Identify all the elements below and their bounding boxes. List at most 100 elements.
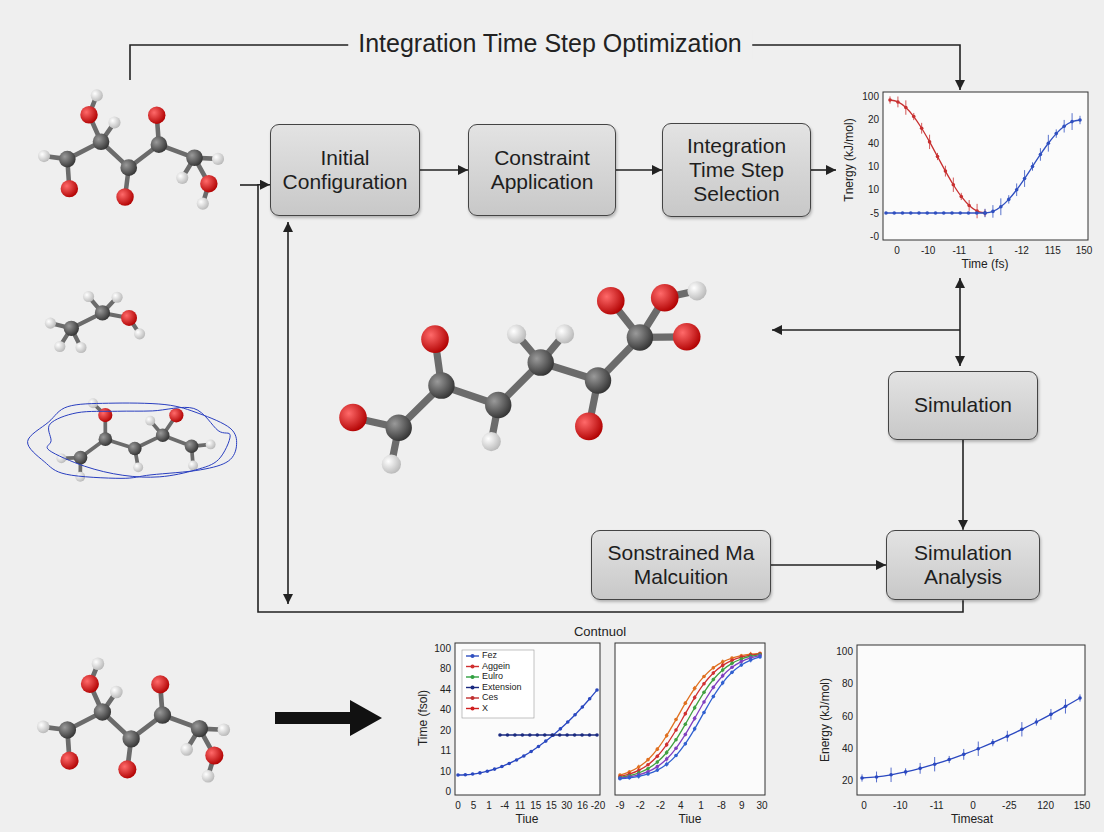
oxygen-atom <box>151 675 169 693</box>
tick-label: -10 <box>893 800 907 811</box>
data-point <box>730 671 734 675</box>
data-point <box>500 765 504 769</box>
data-point <box>674 746 678 750</box>
data-point <box>565 733 569 737</box>
hydrogen-atom <box>37 721 50 734</box>
carbon-atom <box>95 305 110 320</box>
oxygen-atom <box>651 284 679 312</box>
carbon-atom <box>154 706 171 723</box>
data-point <box>1039 153 1043 157</box>
process-box: Simulation Analysis <box>886 530 1040 600</box>
tick-label: 100 <box>836 646 853 657</box>
data-series <box>618 652 762 777</box>
data-point <box>684 701 688 705</box>
data-series <box>860 694 1082 782</box>
carbon-atom <box>93 133 110 150</box>
data-point <box>595 733 599 737</box>
data-line <box>620 656 760 779</box>
data-series <box>618 652 762 778</box>
data-point <box>1064 705 1068 709</box>
data-series <box>618 653 762 779</box>
tick-label: 100 <box>434 643 451 654</box>
data-point <box>959 195 963 199</box>
data-point <box>896 100 900 104</box>
tick-label: -12 <box>1014 245 1028 256</box>
data-point <box>944 169 948 173</box>
carbon-atom <box>527 349 553 375</box>
tick-label: -4 <box>500 800 509 811</box>
carbon-atom <box>122 730 139 747</box>
carbon-atom <box>185 439 199 453</box>
flow-arrow <box>962 440 964 530</box>
tick-label: -0 <box>870 231 879 242</box>
data-point <box>918 767 922 771</box>
data-point <box>684 733 688 737</box>
data-point <box>693 696 697 700</box>
data-series <box>498 733 599 737</box>
legend-swatch <box>466 686 479 690</box>
legend-marker <box>471 707 475 711</box>
axis-label: Time (fsol) <box>417 690 430 746</box>
tick-label: 20 <box>842 775 853 786</box>
process-box: Constraint Application <box>468 124 616 216</box>
data-point <box>712 666 716 670</box>
data-point <box>889 773 893 777</box>
data-point <box>493 767 497 771</box>
tick-label: 15 <box>530 800 541 811</box>
data-point <box>991 741 995 745</box>
hydrogen-atom <box>91 89 103 101</box>
node-text: Sonstrained Ma Malcuition <box>600 541 762 589</box>
data-point <box>674 728 678 732</box>
data-point <box>1006 734 1010 738</box>
data-point <box>656 747 660 751</box>
data-line <box>620 655 760 778</box>
hydrogen-atom <box>206 439 216 449</box>
data-point <box>917 211 921 215</box>
data-series <box>618 654 762 780</box>
legend-marker <box>471 654 475 658</box>
data-point <box>1078 118 1082 122</box>
data-point <box>702 700 706 704</box>
data-point <box>758 655 762 659</box>
hydrogen-atom <box>45 318 56 329</box>
hydrogen-atom <box>555 324 574 343</box>
tick-label: 80 <box>842 678 853 689</box>
flow-arrow <box>258 185 963 612</box>
data-point <box>721 664 725 668</box>
tick-label: 44 <box>440 683 451 694</box>
tick-label: -10 <box>921 245 935 256</box>
tick-label: -11 <box>930 800 944 811</box>
data-point <box>693 717 697 721</box>
data-point <box>740 660 744 664</box>
tick-label: -2 <box>656 800 665 811</box>
process-box: Sonstrained Ma Malcuition <box>591 530 771 600</box>
hydrogen-atom <box>108 116 120 128</box>
data-point <box>566 720 570 724</box>
data-point <box>721 674 725 678</box>
legend-text: Aggein <box>482 662 510 672</box>
data-point <box>999 205 1003 209</box>
diagram-title: Integration Time Step Optimization <box>348 30 752 58</box>
data-point <box>471 772 475 776</box>
hydrogen-atom <box>110 686 123 699</box>
data-point <box>983 211 987 215</box>
data-point <box>730 662 734 666</box>
data-line <box>985 120 1080 213</box>
data-point <box>618 776 622 780</box>
legend-swatch <box>466 675 479 679</box>
data-point <box>628 775 632 779</box>
tick-label: 100 <box>862 91 879 102</box>
tick-label: 30 <box>756 800 767 811</box>
tick-label: 0 <box>970 800 976 811</box>
data-line <box>620 657 760 779</box>
hydrogen-atom <box>38 150 50 162</box>
data-point <box>967 204 971 208</box>
chart-frame <box>883 92 1088 240</box>
tick-label: -8 <box>717 800 726 811</box>
data-series <box>618 655 762 780</box>
legend-swatch <box>466 665 479 669</box>
constraint-outline <box>47 407 230 477</box>
data-line <box>890 100 985 213</box>
tick-label: 10 <box>440 765 451 776</box>
